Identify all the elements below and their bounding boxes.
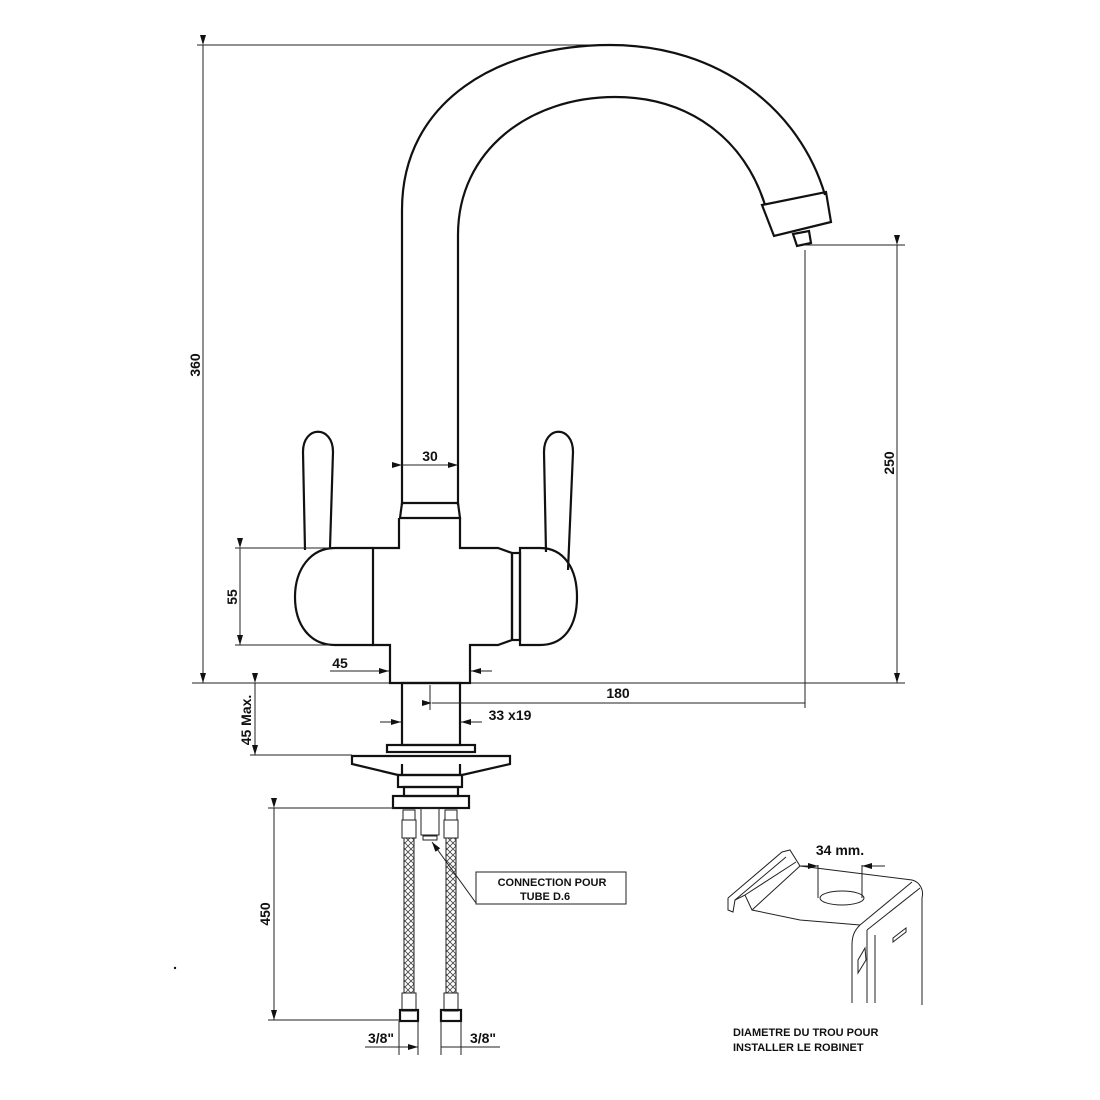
dimension-33x19: 33 x19: [380, 707, 532, 725]
dimension-label-30: 30: [422, 448, 438, 464]
callout-line2: TUBE D.6: [520, 891, 570, 903]
mounting-shank: [350, 681, 512, 810]
tube-connector: [420, 807, 440, 836]
dimension-label-55: 55: [224, 589, 240, 605]
dimension-label-45: 45: [332, 655, 348, 671]
dimension-hose-thread: 3/8" 3/8": [365, 1021, 500, 1055]
dimension-45-max: 45 Max.: [238, 673, 352, 756]
dimension-label-180: 180: [606, 685, 630, 701]
dimension-55: 55: [224, 538, 330, 646]
dimension-label-hose-left: 3/8": [368, 1030, 394, 1046]
faucet-body: [293, 430, 579, 685]
dimension-360: 360: [187, 35, 905, 684]
dimension-label-hose-right: 3/8": [470, 1030, 496, 1046]
dimension-45: 45: [330, 655, 492, 674]
sink-hole-illustration: 34 mm. DIAMETRE DU TROU POUR INSTALLER L…: [727, 842, 923, 1054]
dimension-450: 450: [257, 798, 400, 1021]
dimension-label-45-max: 45 Max.: [238, 695, 254, 746]
right-lever[interactable]: [542, 430, 575, 571]
dimension-180: 180: [422, 685, 805, 710]
dimension-label-360: 360: [187, 353, 203, 377]
nozzle: [791, 229, 813, 248]
dimension-250: 250: [804, 235, 905, 708]
dimension-30: 30: [392, 448, 458, 468]
hoses: [398, 807, 463, 1023]
sink-caption-line1: DIAMETRE DU TROU POUR: [733, 1027, 879, 1039]
dimension-label-33x19: 33 x19: [489, 707, 532, 723]
sink-caption-line2: INSTALLER LE ROBINET: [733, 1042, 864, 1054]
hose-right: [439, 809, 463, 1023]
left-cartridge: [293, 546, 373, 647]
callout-line1: CONNECTION POUR: [498, 877, 607, 889]
dimension-label-250: 250: [881, 451, 897, 475]
spout: [400, 43, 833, 505]
hole-diameter-label: 34 mm.: [816, 842, 864, 858]
right-cartridge: [518, 546, 579, 647]
left-lever[interactable]: [301, 430, 335, 551]
hose-left: [398, 809, 420, 1023]
dimension-label-450: 450: [257, 902, 273, 926]
aerator: [760, 190, 833, 238]
connection-callout: CONNECTION POUR TUBE D.6: [431, 841, 627, 905]
